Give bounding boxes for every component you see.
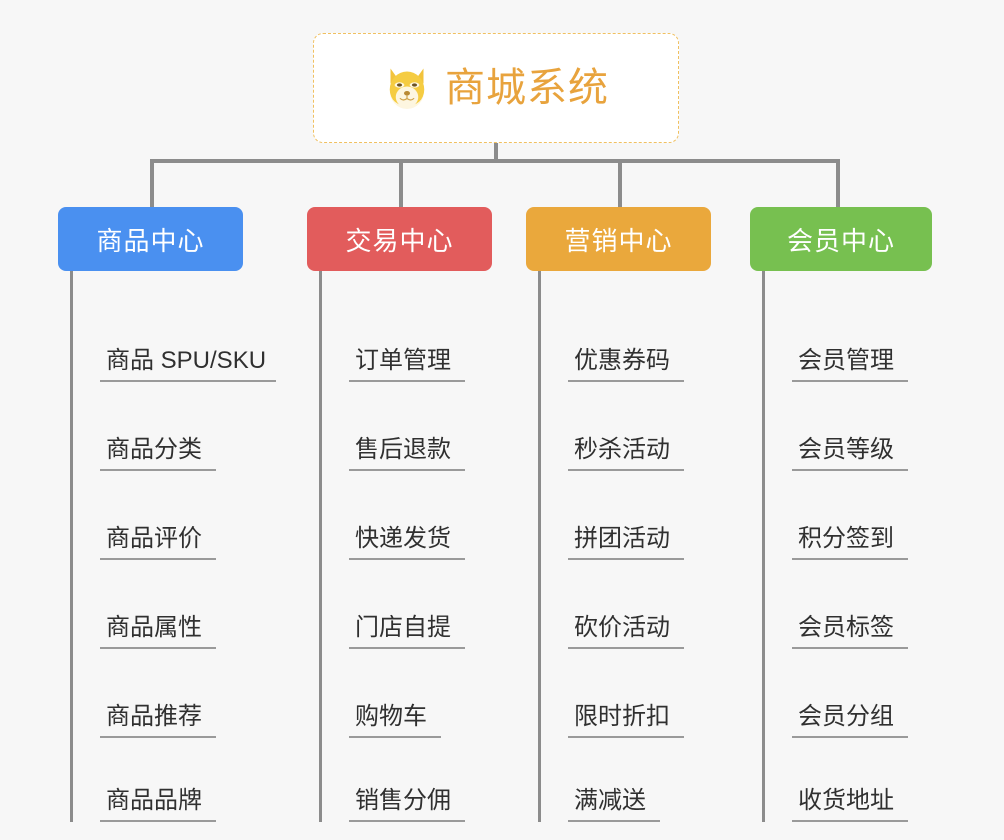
list-item[interactable]: 售后退款: [322, 382, 527, 471]
connector-drop-3: [618, 159, 622, 209]
list-item[interactable]: 收货地址: [765, 738, 970, 822]
category-title: 商品中心: [96, 225, 205, 256]
list-item[interactable]: 销售分佣: [322, 738, 527, 822]
leaf-label: 秒杀活动: [568, 436, 684, 471]
category-column-member: 会员中心 会员管理 会员等级 积分签到 会员标签 会员分组 收货地址: [750, 207, 970, 822]
category-column-trade: 交易中心 订单管理 售后退款 快递发货 门店自提 购物车 销售分佣: [307, 207, 527, 822]
leaf-label: 快递发货: [349, 525, 465, 560]
leaf-label: 限时折扣: [568, 703, 684, 738]
category-title: 营销中心: [564, 225, 673, 256]
list-item[interactable]: 商品评价: [73, 471, 308, 560]
list-item[interactable]: 商品分类: [73, 382, 308, 471]
list-item[interactable]: 优惠券码: [541, 293, 750, 382]
leaf-label: 商品属性: [100, 614, 216, 649]
leaf-label: 拼团活动: [568, 525, 684, 560]
category-title: 会员中心: [786, 225, 895, 256]
list-item[interactable]: 商品 SPU/SKU: [73, 293, 308, 382]
category-header-product[interactable]: 商品中心: [58, 207, 243, 271]
leaf-label: 砍价活动: [568, 614, 684, 649]
list-item[interactable]: 快递发货: [322, 471, 527, 560]
connector-horizontal-bus: [150, 159, 840, 163]
leaf-list-trade: 订单管理 售后退款 快递发货 门店自提 购物车 销售分佣: [319, 271, 527, 822]
leaf-label: 商品分类: [100, 436, 216, 471]
category-header-trade[interactable]: 交易中心: [307, 207, 492, 271]
category-column-product: 商品中心 商品 SPU/SKU 商品分类 商品评价 商品属性 商品推荐 商品品牌: [58, 207, 308, 822]
leaf-label: 购物车: [349, 703, 441, 738]
list-item[interactable]: 商品品牌: [73, 738, 308, 822]
leaf-label: 满减送: [568, 787, 660, 822]
shiba-dog-face-icon: [389, 68, 425, 109]
list-item[interactable]: 购物车: [322, 649, 527, 738]
leaf-label: 订单管理: [349, 347, 465, 382]
leaf-label: 会员等级: [792, 436, 908, 471]
list-item[interactable]: 商品属性: [73, 560, 308, 649]
list-item[interactable]: 会员等级: [765, 382, 970, 471]
list-item[interactable]: 会员分组: [765, 649, 970, 738]
category-header-marketing[interactable]: 营销中心: [526, 207, 711, 271]
list-item[interactable]: 拼团活动: [541, 471, 750, 560]
leaf-label: 会员管理: [792, 347, 908, 382]
leaf-label: 门店自提: [349, 614, 465, 649]
connector-drop-4: [836, 159, 840, 209]
leaf-list-marketing: 优惠券码 秒杀活动 拼团活动 砍价活动 限时折扣 满减送: [538, 271, 750, 822]
list-item[interactable]: 砍价活动: [541, 560, 750, 649]
list-item[interactable]: 限时折扣: [541, 649, 750, 738]
list-item[interactable]: 积分签到: [765, 471, 970, 560]
list-item[interactable]: 秒杀活动: [541, 382, 750, 471]
root-title: 商城系统: [445, 66, 609, 110]
category-title: 交易中心: [345, 225, 454, 256]
leaf-label: 商品 SPU/SKU: [100, 347, 277, 382]
root-node[interactable]: 商城系统: [313, 33, 679, 143]
list-item[interactable]: 商品推荐: [73, 649, 308, 738]
leaf-label: 商品推荐: [100, 703, 216, 738]
leaf-label: 商品评价: [100, 525, 216, 560]
list-item[interactable]: 订单管理: [322, 293, 527, 382]
leaf-label: 商品品牌: [100, 787, 216, 822]
leaf-label: 销售分佣: [349, 787, 465, 822]
leaf-list-product: 商品 SPU/SKU 商品分类 商品评价 商品属性 商品推荐 商品品牌: [70, 271, 308, 822]
connector-drop-2: [399, 159, 403, 209]
leaf-label: 优惠券码: [568, 347, 684, 382]
list-item[interactable]: 会员管理: [765, 293, 970, 382]
leaf-label: 会员分组: [792, 703, 908, 738]
leaf-label: 积分签到: [792, 525, 908, 560]
leaf-label: 会员标签: [792, 614, 908, 649]
list-item[interactable]: 满减送: [541, 738, 750, 822]
category-header-member[interactable]: 会员中心: [750, 207, 932, 271]
list-item[interactable]: 会员标签: [765, 560, 970, 649]
category-column-marketing: 营销中心 优惠券码 秒杀活动 拼团活动 砍价活动 限时折扣 满减送: [526, 207, 750, 822]
connector-root-stem: [494, 143, 498, 163]
list-item[interactable]: 门店自提: [322, 560, 527, 649]
leaf-label: 收货地址: [792, 787, 908, 822]
leaf-label: 售后退款: [349, 436, 465, 471]
leaf-list-member: 会员管理 会员等级 积分签到 会员标签 会员分组 收货地址: [762, 271, 970, 822]
connector-drop-1: [150, 159, 154, 209]
